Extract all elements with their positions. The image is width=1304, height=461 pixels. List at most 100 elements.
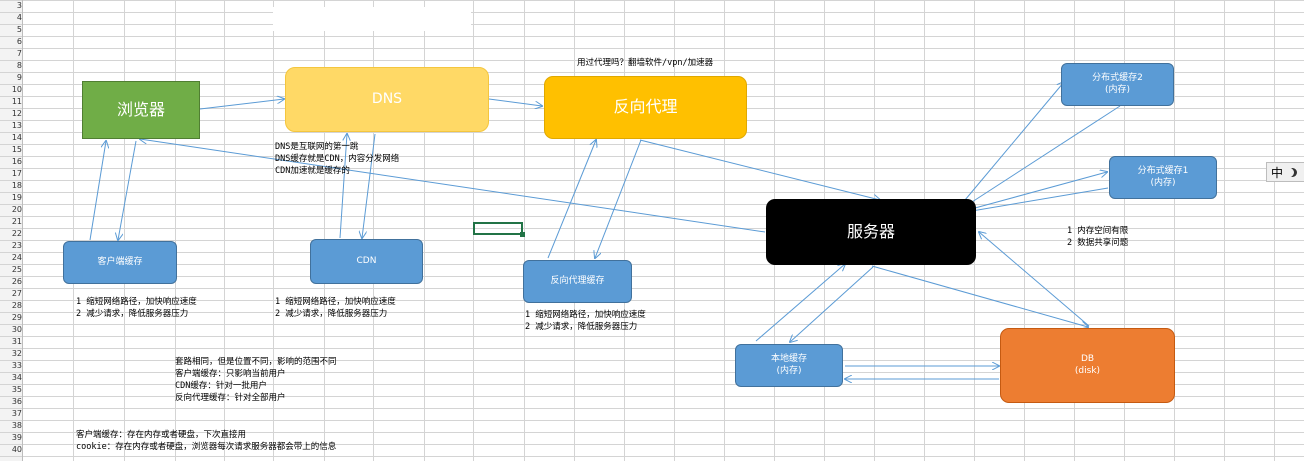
comparison-notes: 套路相同，但是位置不同，影响的范围不同 客户端缓存：只影响当前用户 CDN缓存：… [175,356,337,404]
server-label: 服务器 [846,221,895,241]
row-number[interactable]: 23 [11,241,22,250]
row-number[interactable]: 35 [11,385,22,394]
row-number[interactable]: 29 [11,313,22,322]
dns-node[interactable]: DNS [285,67,489,132]
comparison-note-line: 反向代理缓存：针对全部用户 [175,393,286,403]
client-cache-label: 客户端缓存 [97,256,143,267]
row-number[interactable]: 20 [11,205,22,214]
reverse-proxy-cache-notes: 1 缩短网络路径，加快响应速度 2 减少请求，降低服务器压力 [525,309,646,333]
row-number[interactable]: 7 [16,49,22,58]
row-number[interactable]: 5 [16,25,22,34]
comparison-note-line: 套路相同，但是位置不同，影响的范围不同 [175,357,337,367]
reverse-proxy-cache-node[interactable]: 反向代理缓存 [523,260,632,303]
cdn-node[interactable]: CDN [310,239,423,284]
memory-note-line: 2 数据共享问题 [1067,238,1129,248]
reverse-proxy-label: 反向代理 [613,97,678,117]
row-number[interactable]: 18 [11,181,22,190]
row-number[interactable]: 39 [11,433,22,442]
db-label: DB (disk) [1074,353,1101,376]
distributed-cache-1-node[interactable]: 分布式缓存1 (内存) [1109,156,1217,199]
row-number[interactable]: 6 [16,37,22,46]
arrow-browser-to-client-cache [118,140,137,240]
arrow-server-to-browser [140,139,766,233]
row-number[interactable]: 22 [11,229,22,238]
blank-merged-cell [273,7,471,31]
arrow-dist-cache-1-to-server [960,187,1109,213]
arrow-browser-to-dns [199,99,284,110]
row-number[interactable]: 27 [11,289,22,298]
browser-label: 浏览器 [116,99,165,119]
local-cache-label: 本地缓存 (内存) [770,353,807,376]
ime-language-indicator[interactable]: 中 [1266,162,1304,182]
distributed-cache-2-label: 分布式缓存2 (内存) [1092,72,1143,95]
distributed-cache-2-node[interactable]: 分布式缓存2 (内存) [1061,63,1174,106]
dns-note-line: CDN加速就是缓存的 [275,166,350,176]
row-number[interactable]: 12 [11,109,22,118]
row-number[interactable]: 21 [11,217,22,226]
arrow-dns-to-reverse-proxy [488,98,542,106]
arrow-server-to-dist-cache-2 [964,82,1064,201]
dns-note-line: DNS缓存就是CDN，内容分发网络 [275,154,400,164]
row-number[interactable]: 10 [11,85,22,94]
row-number[interactable]: 37 [11,409,22,418]
row-number[interactable]: 3 [16,1,22,10]
row-number[interactable]: 4 [16,13,22,22]
cdn-note-line: 2 减少请求，降低服务器压力 [275,309,388,319]
comparison-note-line: CDN缓存：针对一批用户 [175,381,267,391]
row-number[interactable]: 26 [11,277,22,286]
arrow-reverse-proxy-to-rp-cache [595,139,642,258]
cdn-notes: 1 缩短网络路径，加快响应速度 2 减少请求，降低服务器压力 [275,296,396,320]
row-number[interactable]: 11 [11,97,22,106]
local-cache-node[interactable]: 本地缓存 (内存) [735,344,843,387]
arrow-server-to-db [871,265,1088,327]
arrow-server-to-dist-cache-1 [974,172,1107,209]
arrow-server-to-local-cache [790,266,874,342]
dns-notes: DNS是互联网的第一跳 DNS缓存就是CDN，内容分发网络 CDN加速就是缓存的 [275,141,399,177]
reverse-proxy-cache-label: 反向代理缓存 [550,275,605,286]
ime-label: 中 [1271,165,1284,180]
row-number[interactable]: 40 [11,445,22,454]
server-node[interactable]: 服务器 [766,199,976,265]
reverse-proxy-cache-note-line: 1 缩短网络路径，加快响应速度 [525,310,646,320]
row-number[interactable]: 16 [11,157,22,166]
row-number[interactable]: 34 [11,373,22,382]
moon-icon [1288,168,1297,177]
memory-notes: 1 内存空间有限 2 数据共享问题 [1067,225,1128,249]
row-number[interactable]: 31 [11,337,22,346]
arrow-dns-to-cdn [362,133,376,238]
selected-cell[interactable] [473,222,523,235]
row-number[interactable]: 28 [11,301,22,310]
row-number[interactable]: 24 [11,253,22,262]
proxy-question-note: 用过代理吗？翻墙软件/vpn/加速器 [577,58,714,68]
row-number[interactable]: 19 [11,193,22,202]
row-number[interactable]: 13 [11,121,22,130]
row-number[interactable]: 17 [11,169,22,178]
dns-note-line: DNS是互联网的第一跳 [275,142,359,152]
client-cache-note-line: 2 减少请求，降低服务器压力 [76,309,189,319]
row-number[interactable]: 32 [11,349,22,358]
row-number[interactable]: 36 [11,397,22,406]
db-node[interactable]: DB (disk) [1000,328,1175,403]
arrow-dist-cache-2-to-server [955,105,1121,213]
row-number[interactable]: 25 [11,265,22,274]
browser-node[interactable]: 浏览器 [82,81,200,139]
selection-fill-handle[interactable] [520,232,525,237]
row-number[interactable]: 38 [11,421,22,430]
cdn-note-line: 1 缩短网络路径，加快响应速度 [275,297,396,307]
storage-note-line: 客户端缓存：存在内存或者硬盘，下次直接用 [76,430,247,440]
client-cache-note-line: 1 缩短网络路径，加快响应速度 [76,297,197,307]
row-number[interactable]: 30 [11,325,22,334]
client-cache-node[interactable]: 客户端缓存 [63,241,177,284]
row-number[interactable]: 9 [16,73,22,82]
row-number[interactable]: 14 [11,133,22,142]
row-number[interactable]: 8 [16,61,22,70]
row-number[interactable]: 15 [11,145,22,154]
arrow-rp-cache-to-reverse-proxy [547,140,596,259]
client-cache-notes: 1 缩短网络路径，加快响应速度 2 减少请求，降低服务器压力 [76,296,197,320]
cdn-label: CDN [356,255,377,266]
row-number[interactable]: 33 [11,361,22,370]
reverse-proxy-node[interactable]: 反向代理 [544,76,747,139]
arrow-db-to-server [979,232,1090,327]
storage-notes: 客户端缓存：存在内存或者硬盘，下次直接用 cookie：存在内存或者硬盘，浏览器… [76,429,336,453]
